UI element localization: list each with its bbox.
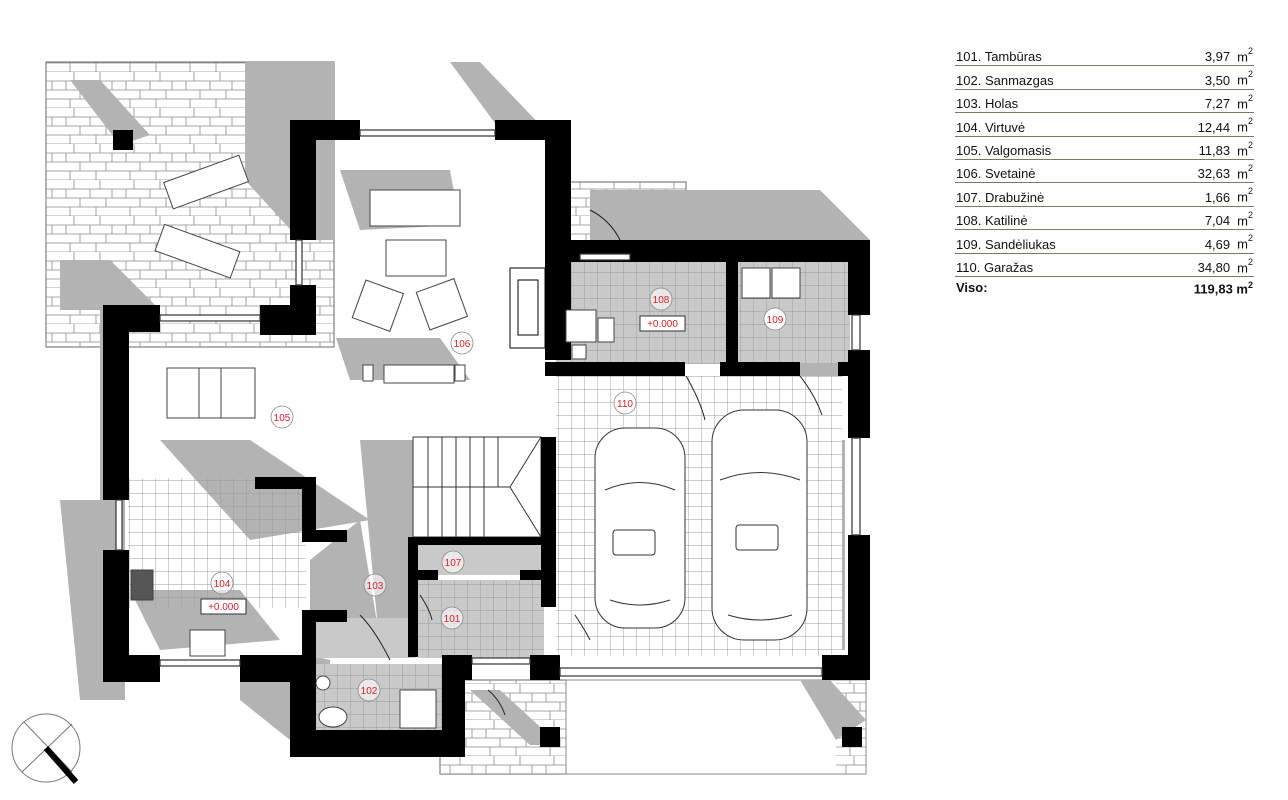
room-name: 104. Virtuvė [956,119,1026,135]
svg-text:105: 105 [274,413,291,424]
svg-text:106: 106 [454,339,471,350]
staircase [412,436,542,538]
room-area: 7,04 [1204,213,1231,229]
room-area: 12,44 [1197,119,1231,135]
room-name: 103. Holas [956,96,1019,112]
svg-text:103: 103 [367,581,384,592]
room-area: 4,69 [1204,236,1231,252]
room-tag-106: 106 [450,331,474,355]
total-label: Viso: [956,280,988,296]
car-right [711,409,808,641]
furniture [130,154,801,729]
svg-text:109: 109 [767,315,784,326]
car-left [594,427,686,629]
room-name: 102. Sanmazgas [956,72,1054,88]
room-tag-109: 109 [763,307,787,331]
svg-text:+0.000: +0.000 [208,602,239,613]
svg-text:110: 110 [617,399,633,410]
legend-total-row: Viso: 119,83 m2 [956,279,1253,297]
room-area: 34,80 [1197,259,1231,275]
floor-plan: 101 102 103 104 105 106 107 108 [11,61,870,784]
north-arrow-icon [11,713,81,784]
svg-text:102: 102 [361,686,378,697]
svg-text:+0.000: +0.000 [647,319,678,330]
room-name: 105. Valgomasis [956,142,1052,158]
room-tag-105: 105 [270,405,294,429]
room-area: 32,63 [1197,166,1231,182]
svg-text:107: 107 [445,558,462,569]
room-area: 11,83 [1198,142,1231,158]
room-area: 3,97 [1204,49,1231,65]
svg-text:104: 104 [214,579,231,590]
windows [115,129,861,677]
svg-text:108: 108 [653,295,670,306]
room-area: 7,27 [1204,96,1231,112]
room-tag-101: 101 [440,606,464,630]
room-tag-107: 107 [441,550,465,574]
room-tag-103: 103 [363,573,387,597]
room-name: 107. Drabužinė [956,189,1045,205]
room-area: 1,66 [1204,189,1231,205]
room-tag-110: 110 [613,391,637,415]
room-name: 110. Garažas [956,259,1034,275]
room-tag-102: 102 [357,678,381,702]
room-tag-104: 104 [210,571,234,595]
room-area: 3,50 [1204,72,1231,88]
total-area: 119,83 [1193,281,1233,297]
room-name: 108. Katilinė [956,213,1028,229]
room-tags: 101 102 103 104 105 106 107 108 [210,287,787,702]
room-name: 101. Tambūras [956,49,1042,65]
room-tag-108: 108 [649,287,673,311]
level-mark-104: +0.000 [200,598,247,615]
walls [103,120,870,757]
svg-text:101: 101 [444,614,461,625]
room-name: 109. Sandėliukas [956,236,1056,252]
room-name: 106. Svetainė [956,166,1036,182]
door-swings [359,209,823,716]
level-mark-108: +0.000 [639,315,686,332]
